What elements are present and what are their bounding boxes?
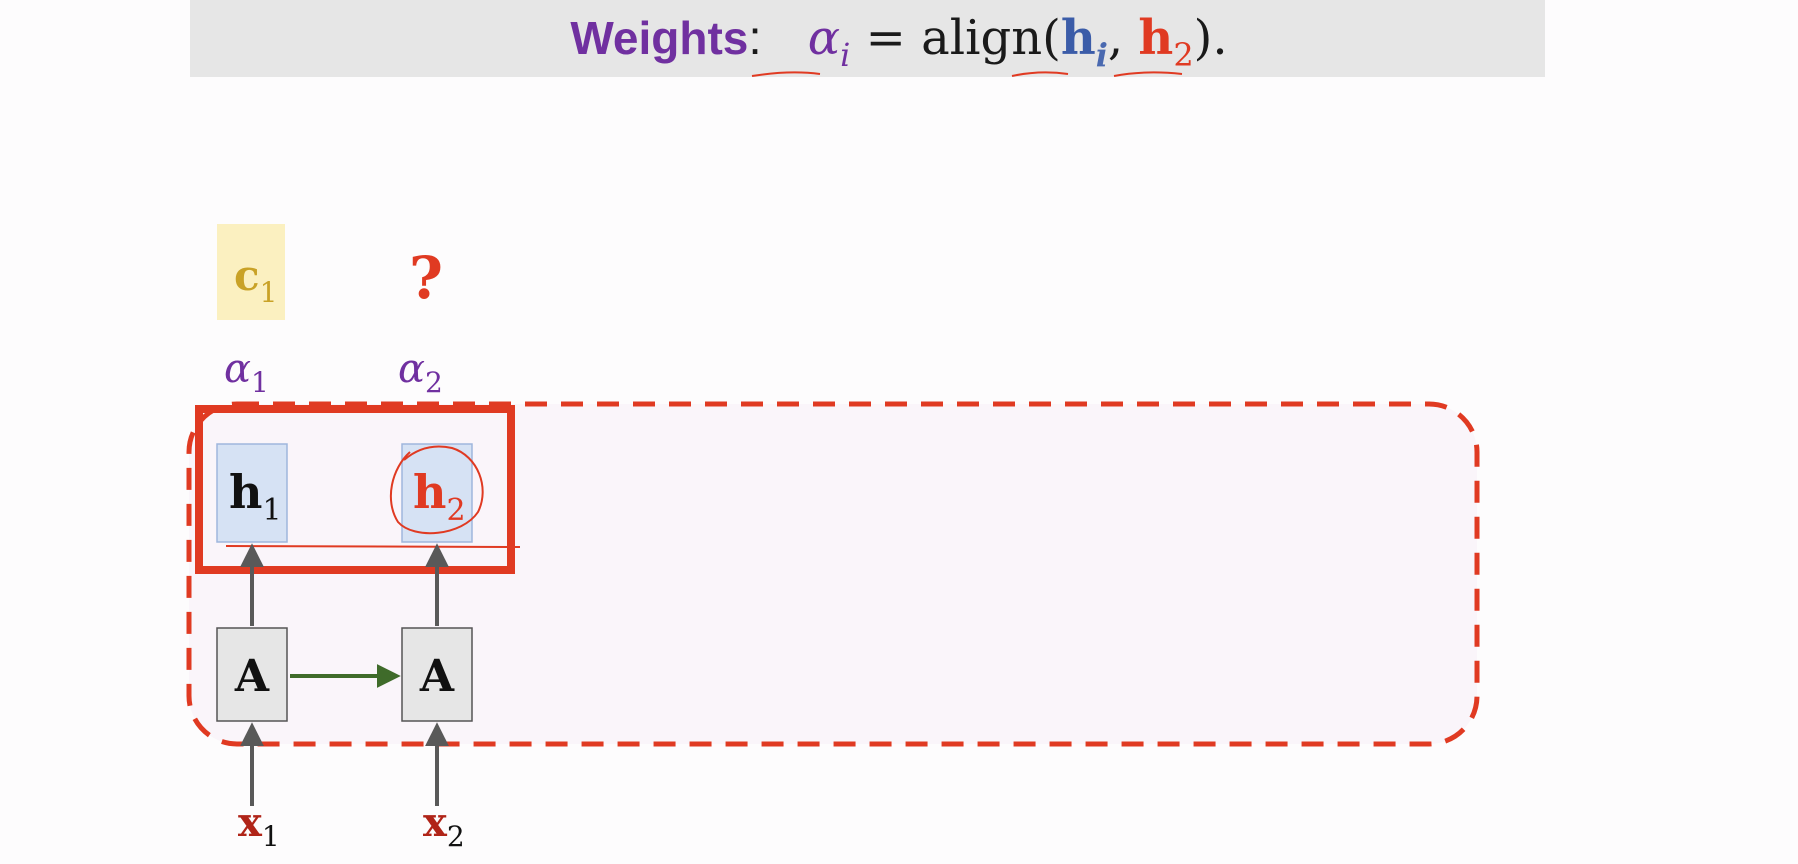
annotation-underline-hi [1011,71,1069,77]
h-i-symbol: hi [1060,10,1108,74]
h-2-subscript: 2 [1173,36,1194,74]
annotation-underline-states [225,545,521,548]
highlight-box [195,405,515,574]
hidden-state-1-label: h1 [229,465,282,528]
weights-colon: : [748,12,762,65]
weights-label: Weights [570,12,749,64]
hidden-state-2-label: h2 [413,465,466,528]
input-1-label: x1 [238,799,280,853]
equals-align: = align( [850,10,1061,66]
rnn-cell-2 [401,627,473,722]
annotation-underline-h2 [1113,71,1183,77]
context-box [217,224,285,320]
formula-banner [190,0,1545,77]
rnn-cell-1 [216,627,288,722]
rnn-cell-1-label: A [234,651,270,702]
formula-comma: , [1107,10,1139,66]
alpha-i-letter: α [807,10,841,66]
context-label: c1 [234,251,277,309]
h-i-letter: h [1060,10,1096,66]
alpha-1-label: α1 [224,346,269,399]
rnn-cell-2-label: A [419,651,455,702]
input-2-label: x2 [423,799,465,853]
weights-formula: Weights:αi = align(hi, h2). [0,6,1798,87]
hidden-state-1-box [216,443,288,543]
alpha-2-label: α2 [398,346,443,399]
annotation-circle-h2 [389,445,484,535]
h-i-subscript: i [1095,36,1108,74]
alpha-i-symbol: αi [807,10,851,74]
formula-close: ). [1193,10,1228,66]
alpha-i-subscript: i [840,36,851,74]
annotation-underline-alpha [751,71,821,77]
h-2-symbol: h2 [1138,10,1193,74]
h-2-letter: h [1138,10,1174,66]
unknown-context-mark: ? [409,244,443,312]
